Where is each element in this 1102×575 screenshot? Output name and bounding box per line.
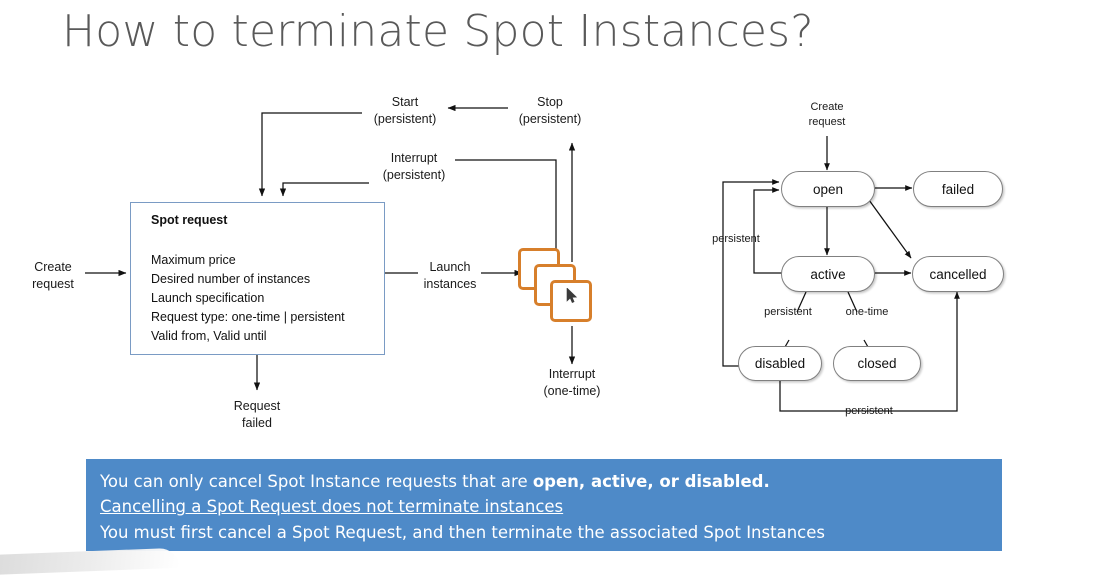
spot-request-line-request-type: Request type: one-time | persistent	[151, 310, 345, 324]
stop-persistent-line1: Stop	[537, 95, 563, 109]
edge-label-one-time-active: one-time	[845, 306, 889, 318]
launch-instances-line1: Launch	[429, 260, 471, 274]
callout-line-1-bold: open, active, or disabled.	[532, 472, 770, 491]
launch-instances-line2: instances	[423, 276, 477, 291]
request-failed-label: Request failed	[226, 398, 288, 432]
state-node-failed: failed	[913, 171, 1003, 207]
spot-request-box: Spot request Maximum price Desired numbe…	[130, 202, 385, 355]
state-create-request-line2: request	[808, 115, 846, 128]
callout-box: You can only cancel Spot Instance reques…	[86, 459, 1002, 551]
interrupt-onetime-line2: (one-time)	[543, 383, 601, 398]
callout-line-1-prefix: You can only cancel Spot Instance reques…	[100, 472, 533, 491]
spot-request-line-maximum-price: Maximum price	[151, 253, 236, 267]
state-create-request-line1: Create	[810, 101, 844, 113]
interrupt-persistent-line2: (persistent)	[382, 167, 446, 182]
edge-label-persistent-active: persistent	[764, 306, 812, 318]
left-create-request-label: Create request	[22, 259, 84, 293]
interrupt-onetime-line1: Interrupt	[548, 367, 596, 381]
edge-label-persistent-left: persistent	[712, 233, 760, 245]
state-node-active: active	[781, 256, 875, 292]
edge-label-persistent-bottom: persistent	[845, 405, 893, 417]
state-node-closed: closed	[833, 346, 921, 381]
stop-persistent-label: Stop (persistent)	[510, 94, 590, 128]
callout-line-2: Cancelling a Spot Request does not termi…	[100, 497, 564, 517]
spot-instances-icon-stack	[518, 248, 596, 326]
start-persistent-line2: (persistent)	[373, 111, 437, 126]
request-failed-line1: Request	[233, 399, 281, 413]
interrupt-persistent-line1: Interrupt	[390, 151, 438, 165]
interrupt-persistent-label: Interrupt (persistent)	[372, 150, 456, 184]
left-create-request-line1: Create	[34, 260, 72, 274]
slide-footer-decoration	[0, 547, 180, 575]
start-persistent-label: Start (persistent)	[365, 94, 445, 128]
stop-persistent-line2: (persistent)	[518, 111, 582, 126]
spot-request-line-desired-instances: Desired number of instances	[151, 272, 311, 286]
interrupt-onetime-label: Interrupt (one-time)	[530, 366, 614, 400]
instance-square-front-icon	[550, 280, 592, 322]
spot-request-box-title: Spot request	[151, 213, 228, 227]
spot-request-line-launch-specification: Launch specification	[151, 291, 265, 305]
launch-instances-label: Launch instances	[419, 259, 481, 293]
state-node-cancelled: cancelled	[912, 256, 1004, 292]
spot-request-line-valid-from-until: Valid from, Valid until	[151, 329, 267, 343]
callout-line-1: You can only cancel Spot Instance reques…	[100, 469, 988, 494]
left-create-request-line2: request	[32, 276, 74, 291]
start-persistent-line1: Start	[391, 95, 419, 109]
state-node-disabled: disabled	[738, 346, 822, 381]
callout-line-3: You must first cancel a Spot Request, an…	[100, 522, 825, 542]
spot-request-box-lines: Maximum price Desired number of instance…	[151, 251, 345, 346]
mouse-cursor-icon	[566, 288, 578, 304]
state-node-open: open	[781, 171, 875, 207]
request-failed-line2: failed	[242, 415, 272, 430]
state-create-request-label: Create request	[796, 100, 858, 130]
page-title: How to terminate Spot Instances?	[62, 6, 814, 57]
